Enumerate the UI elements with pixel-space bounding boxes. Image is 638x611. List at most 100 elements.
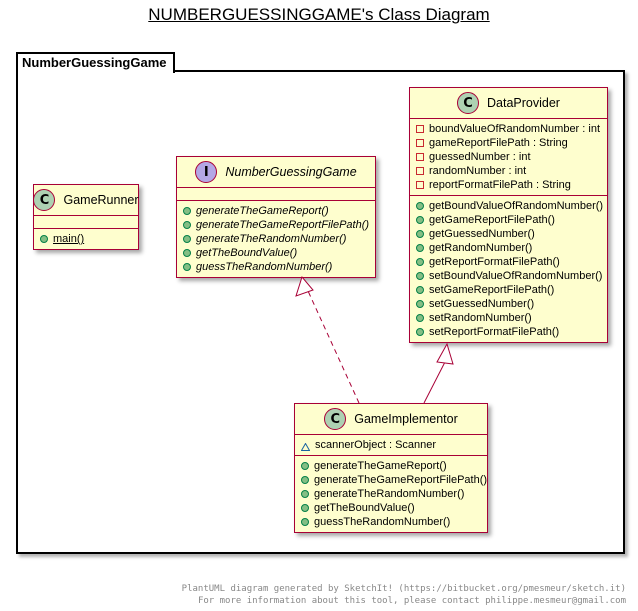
method-row: main()	[40, 232, 132, 246]
public-visibility-icon	[416, 244, 424, 252]
class-name: GameImplementor	[354, 412, 458, 426]
footer-line-1: PlantUML diagram generated by SketchIt! …	[181, 584, 626, 594]
class-data-provider[interactable]: C DataProvider boundValueOfRandomNumber …	[409, 87, 608, 343]
field-row: reportFormatFilePath : String	[416, 178, 601, 192]
package-visibility-icon	[300, 441, 311, 451]
method-row: setRandomNumber()	[416, 311, 601, 325]
public-visibility-icon	[301, 504, 309, 512]
method-text: getRandomNumber()	[429, 242, 533, 254]
method-row: setReportFormatFilePath()	[416, 325, 601, 339]
method-row: setGuessedNumber()	[416, 297, 601, 311]
public-visibility-icon	[183, 221, 191, 229]
field-text: reportFormatFilePath : String	[429, 179, 571, 191]
method-row: getTheBoundValue()	[183, 246, 369, 260]
method-row: generateTheGameReportFilePath()	[301, 473, 487, 487]
method-row: getReportFormatFilePath()	[416, 255, 601, 269]
methods-section: main()	[34, 229, 138, 249]
method-row: guessTheRandomNumber()	[183, 260, 369, 274]
class-stereotype-icon: C	[33, 189, 56, 211]
field-row: scannerObject : Scanner	[300, 438, 481, 452]
private-visibility-icon	[416, 125, 424, 133]
method-row: setBoundValueOfRandomNumber()	[416, 269, 603, 283]
realization-arrowhead	[295, 275, 314, 297]
public-visibility-icon	[183, 263, 191, 271]
methods-section: getBoundValueOfRandomNumber() getGameRepo…	[410, 196, 607, 342]
class-name: NumberGuessingGame	[225, 165, 357, 179]
field-row: randomNumber : int	[416, 164, 601, 178]
public-visibility-icon	[416, 286, 424, 294]
interface-number-guessing-game[interactable]: I NumberGuessingGame generateTheGameRepo…	[176, 156, 376, 278]
public-visibility-icon	[40, 235, 48, 243]
method-text: getBoundValueOfRandomNumber()	[429, 200, 604, 212]
class-header: C GameRunner	[33, 185, 139, 216]
method-row: generateTheGameReport()	[183, 204, 369, 218]
class-game-runner[interactable]: C GameRunner main()	[33, 184, 139, 250]
class-stereotype-icon: C	[457, 92, 480, 114]
diagram-title: NUMBERGUESSINGGAME's Class Diagram	[148, 5, 490, 24]
method-text: getReportFormatFilePath()	[429, 256, 560, 268]
method-text: getGameReportFilePath()	[429, 214, 555, 226]
method-row: guessTheRandomNumber()	[301, 515, 481, 529]
generalization-arrowhead	[436, 342, 454, 365]
private-visibility-icon	[416, 153, 424, 161]
public-visibility-icon	[416, 328, 424, 336]
method-row: getTheBoundValue()	[301, 501, 481, 515]
class-game-implementor[interactable]: C GameImplementor scannerObject : Scanne…	[294, 403, 488, 533]
public-visibility-icon	[416, 314, 424, 322]
method-text: getTheBoundValue()	[196, 247, 298, 259]
methods-section: generateTheGameReport() generateTheGameRe…	[177, 201, 375, 277]
method-text: getTheBoundValue()	[314, 502, 415, 514]
method-row: getGuessedNumber()	[416, 227, 601, 241]
method-text: guessTheRandomNumber()	[196, 261, 333, 273]
field-text: randomNumber : int	[429, 165, 527, 177]
footer-line-2: For more information about this tool, pl…	[197, 596, 626, 606]
public-visibility-icon	[416, 272, 424, 280]
methods-section: generateTheGameReport() generateTheGameRe…	[295, 456, 487, 532]
fields-section	[34, 216, 138, 229]
private-visibility-icon	[416, 181, 424, 189]
field-row: gameReportFilePath : String	[416, 136, 601, 150]
method-text: setBoundValueOfRandomNumber()	[429, 270, 603, 282]
class-header: C GameImplementor	[295, 404, 487, 435]
method-row: generateTheRandomNumber()	[183, 232, 369, 246]
method-text: generateTheGameReportFilePath()	[196, 219, 370, 231]
method-text: generateTheRandomNumber()	[196, 233, 347, 245]
public-visibility-icon	[301, 476, 309, 484]
public-visibility-icon	[183, 207, 191, 215]
field-text: gameReportFilePath : String	[429, 137, 568, 149]
method-text: setReportFormatFilePath()	[429, 326, 560, 338]
field-text: boundValueOfRandomNumber : int	[429, 123, 601, 135]
method-text: setGuessedNumber()	[429, 298, 535, 310]
method-text: setRandomNumber()	[429, 312, 532, 324]
method-row: generateTheGameReport()	[301, 459, 481, 473]
method-row: generateTheGameReportFilePath()	[183, 218, 369, 232]
realization-line	[302, 279, 360, 404]
public-visibility-icon	[416, 258, 424, 266]
private-visibility-icon	[416, 167, 424, 175]
class-header: I NumberGuessingGame	[177, 157, 375, 188]
class-stereotype-icon: C	[324, 408, 347, 430]
method-text: generateTheGameReport()	[314, 460, 447, 472]
fields-section: boundValueOfRandomNumber : int gameReport…	[410, 119, 607, 196]
fields-section	[177, 188, 375, 201]
method-text: generateTheGameReportFilePath()	[314, 474, 488, 486]
public-visibility-icon	[416, 300, 424, 308]
private-visibility-icon	[416, 139, 424, 147]
method-text: generateTheGameReport()	[196, 205, 329, 217]
field-text: scannerObject : Scanner	[315, 439, 437, 451]
method-text: generateTheRandomNumber()	[314, 488, 465, 500]
public-visibility-icon	[416, 216, 424, 224]
method-text: getGuessedNumber()	[429, 228, 535, 240]
method-row: generateTheRandomNumber()	[301, 487, 481, 501]
generalization-line	[423, 361, 446, 404]
method-row: getBoundValueOfRandomNumber()	[416, 199, 604, 213]
interface-stereotype-icon: I	[195, 161, 218, 183]
method-text: setGameReportFilePath()	[429, 284, 555, 296]
field-row: guessedNumber : int	[416, 150, 601, 164]
public-visibility-icon	[183, 249, 191, 257]
field-text: guessedNumber : int	[429, 151, 531, 163]
class-name: DataProvider	[487, 96, 560, 110]
method-text: guessTheRandomNumber()	[314, 516, 451, 528]
public-visibility-icon	[416, 202, 424, 210]
public-visibility-icon	[301, 518, 309, 526]
